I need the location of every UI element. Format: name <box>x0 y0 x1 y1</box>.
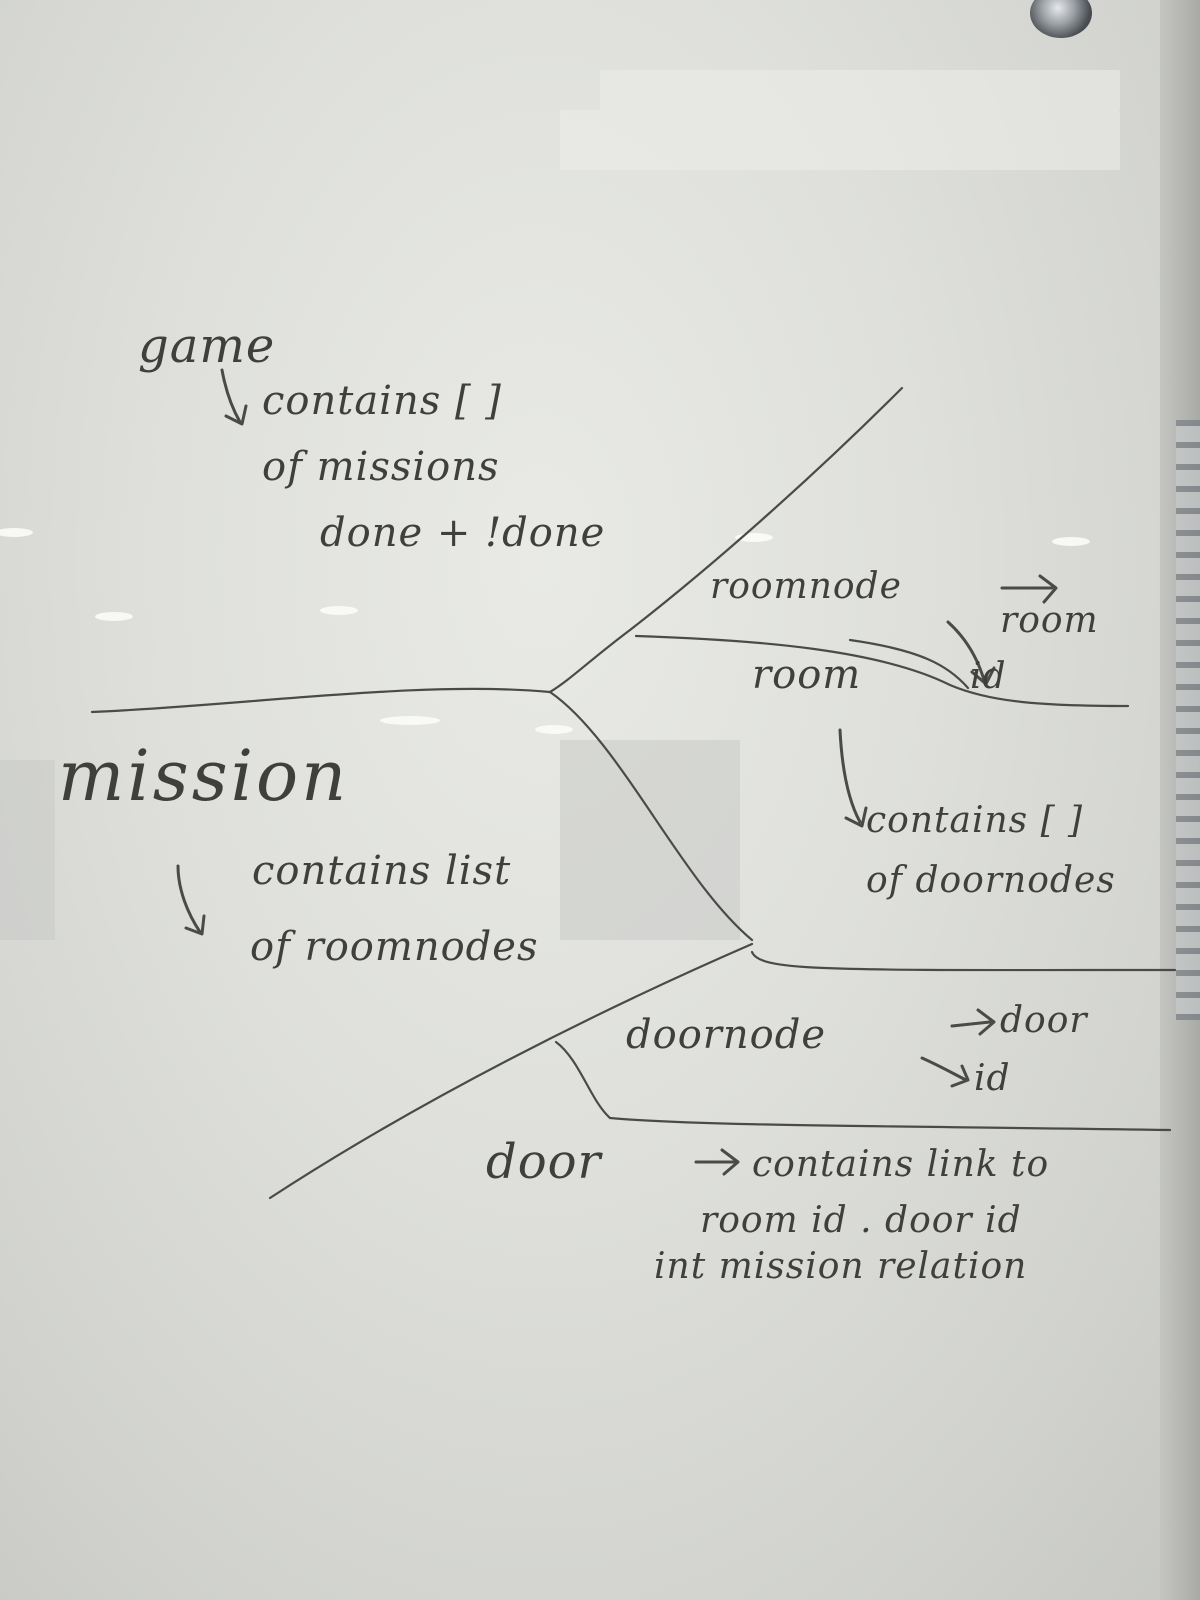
ceiling-light-reflection <box>1052 537 1090 546</box>
arrow-doornode-to-id <box>920 1056 970 1088</box>
arrow-doornode-to-door <box>950 1008 996 1036</box>
game-done-text: done + !done <box>320 510 605 556</box>
divider-line-roomnode-inner <box>848 638 970 690</box>
door-contains-text: contains link to <box>752 1144 1049 1185</box>
background-railing <box>1176 420 1200 1020</box>
divider-line-mission-top <box>90 687 552 714</box>
roomnode-title: roomnode <box>710 566 902 607</box>
ceiling-light-reflection <box>95 612 133 621</box>
arrow-room-to-contains <box>838 728 868 828</box>
ceiling-light-reflection <box>380 716 440 725</box>
arrow-roomnode-to-room <box>1000 574 1058 604</box>
arrow-game-to-contains <box>220 368 248 426</box>
arrow-mission-to-contains <box>176 864 206 936</box>
divider-line-upper <box>548 386 904 694</box>
ceiling-reflection <box>600 70 1120 110</box>
divider-line-roomnode-bottom <box>634 634 1130 708</box>
mission-contains-text: contains list <box>252 848 511 894</box>
door-title: door <box>486 1134 604 1190</box>
game-missions-text: of missions <box>262 444 500 490</box>
mission-title: mission <box>58 735 349 817</box>
ceiling-light-reflection <box>535 725 573 734</box>
room-contains-text: contains [ ] <box>866 800 1083 841</box>
divider-line-door-top <box>554 1040 1172 1132</box>
room-title: room <box>752 652 861 698</box>
door-int-mission-text: int mission relation <box>654 1246 1027 1287</box>
arrow-roomnode-to-id <box>946 620 996 686</box>
roomnode-room-text: room <box>1000 600 1099 641</box>
game-contains-text: contains [ ] <box>262 378 502 424</box>
ceiling-reflection <box>560 110 1120 170</box>
ceiling-light-reflection <box>0 528 33 537</box>
window-reflection <box>0 760 55 940</box>
divider-line-room-bottom <box>750 950 1177 972</box>
doornode-door-text: door <box>1000 1000 1088 1041</box>
ceiling-light-reflection <box>735 533 773 542</box>
arrow-door-to-contains <box>694 1148 740 1176</box>
ceiling-light-reflection <box>320 606 358 615</box>
room-doornodes-text: of doornodes <box>866 860 1116 901</box>
divider-line-mission-to-room <box>548 690 754 942</box>
roomnode-id-text: id <box>970 656 1007 697</box>
game-title: game <box>138 318 275 374</box>
door-room-id-text: room id . door id <box>700 1200 1022 1241</box>
doornode-id-text: id <box>974 1058 1011 1099</box>
doorway-reflection <box>560 740 740 940</box>
mission-roomnodes-text: of roomnodes <box>250 924 538 970</box>
divider-line-lower <box>268 942 754 1200</box>
doornode-title: doornode <box>626 1012 826 1058</box>
